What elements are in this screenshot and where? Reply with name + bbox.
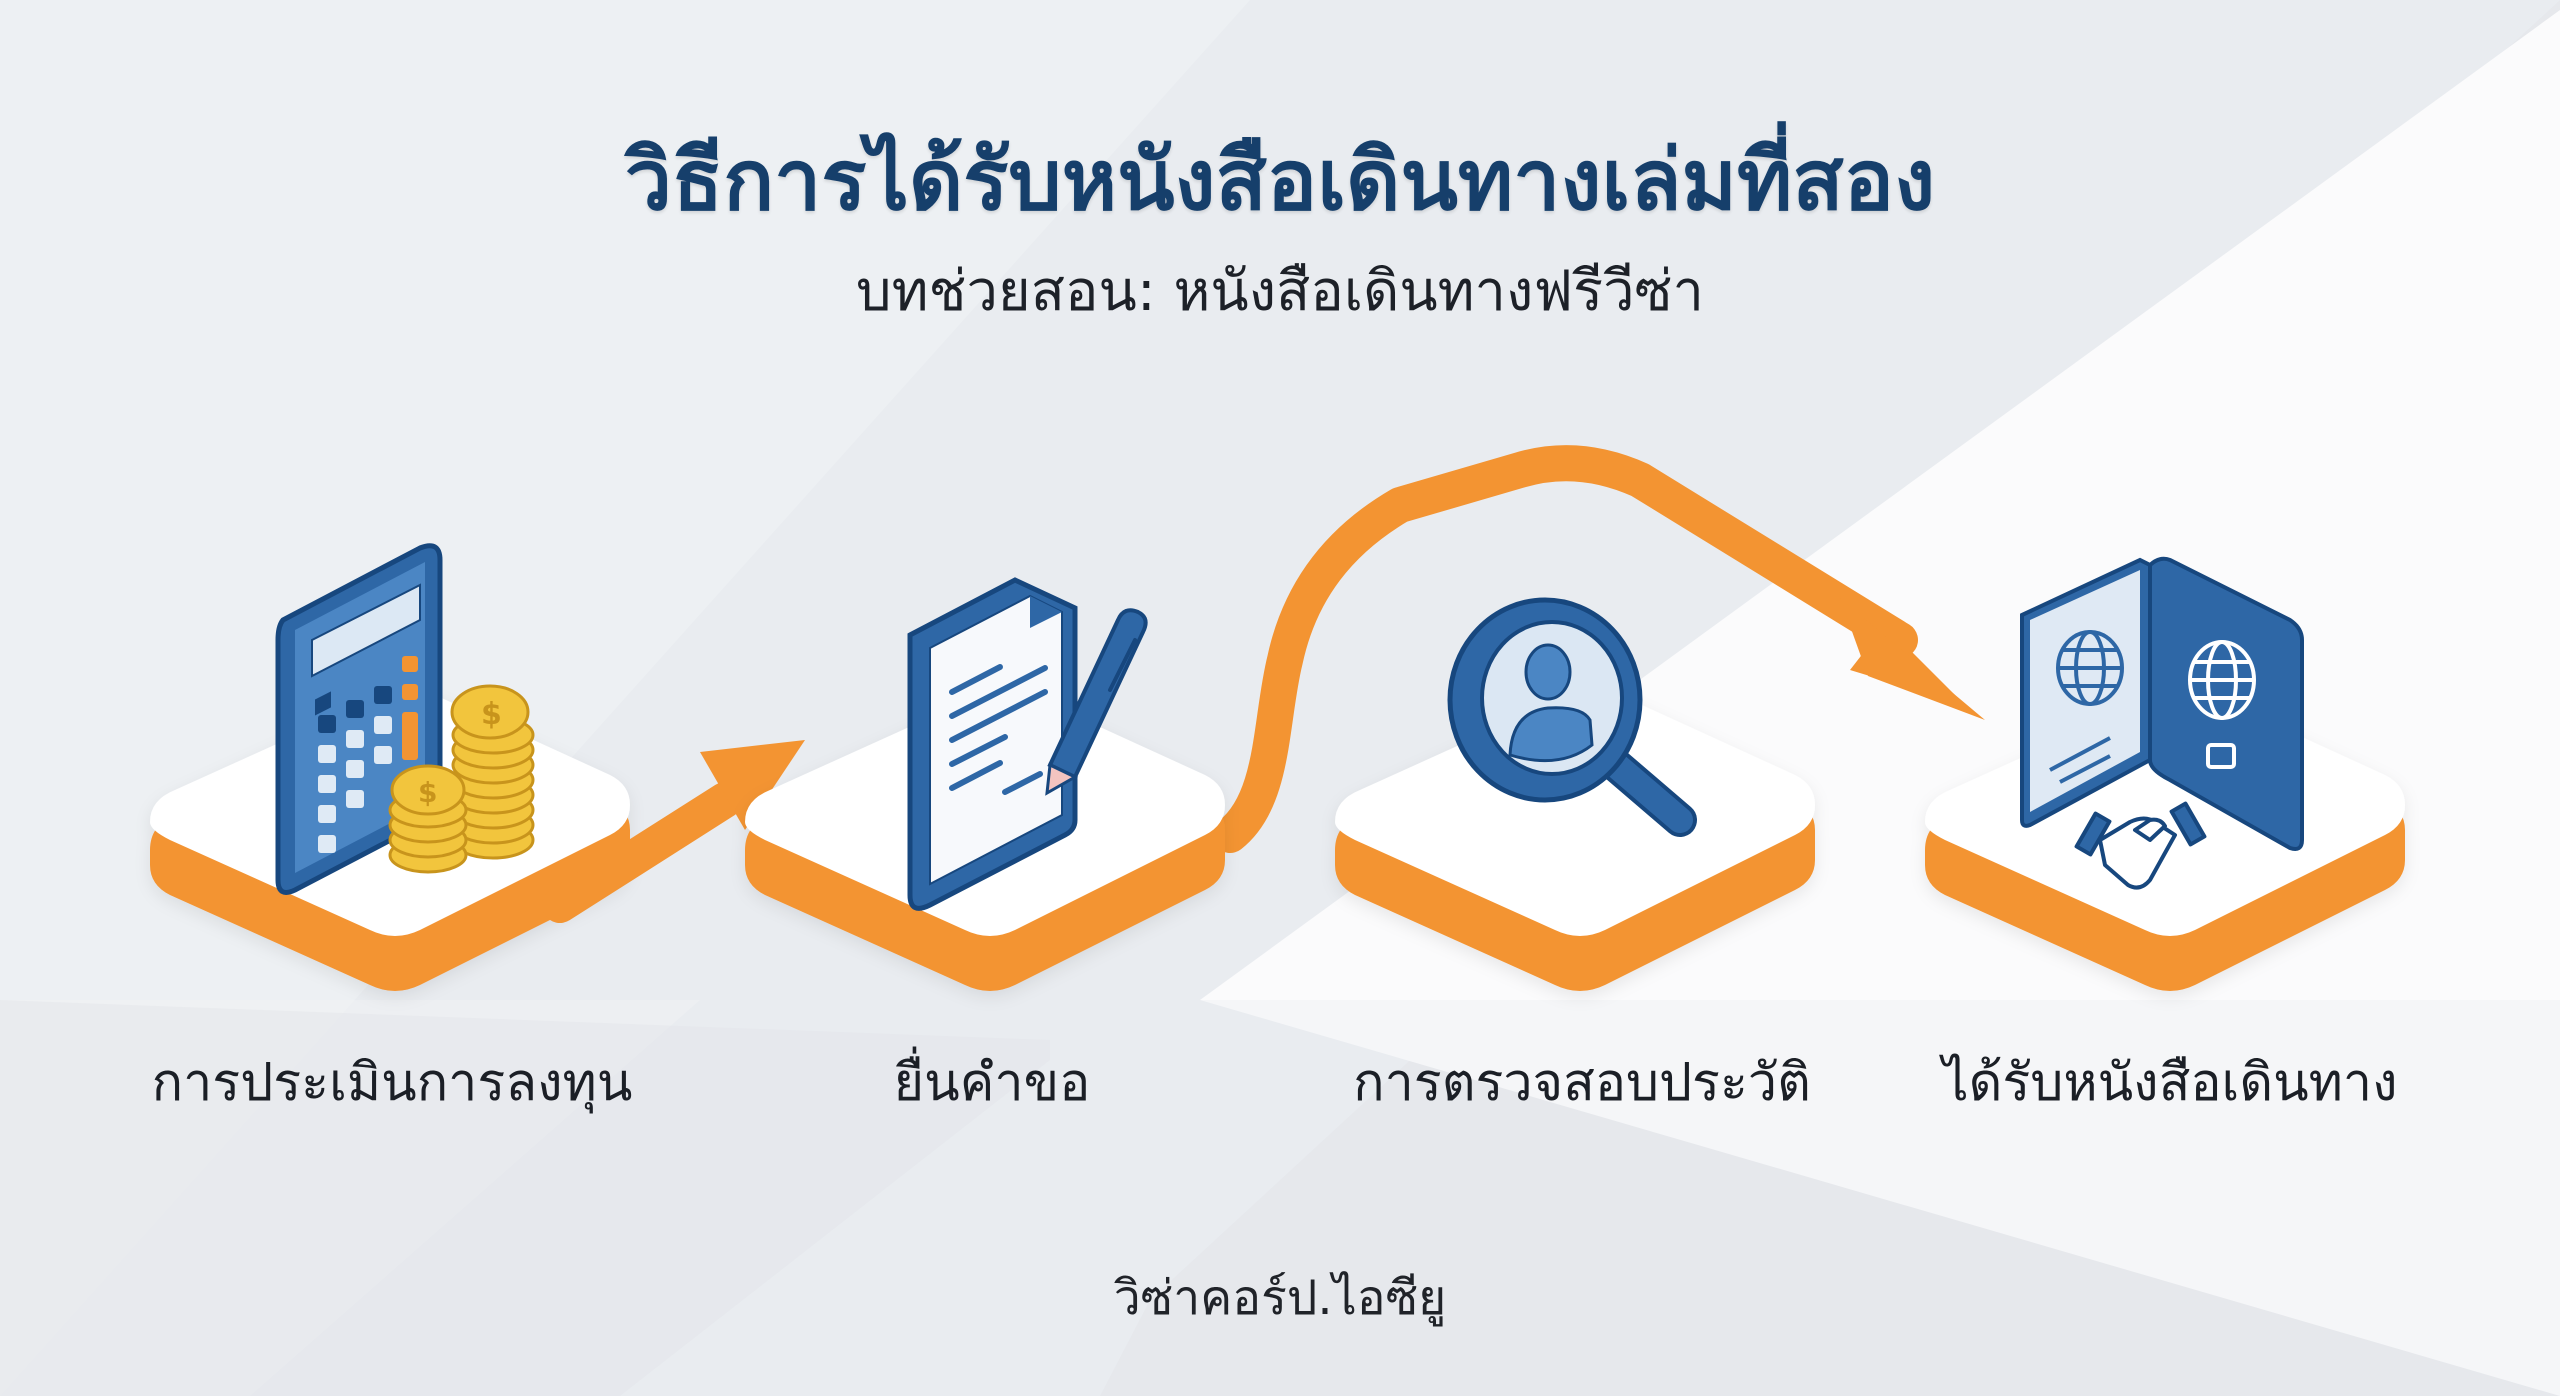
page-subtitle: บทช่วยสอน: หนังสือเดินทางฟรีวีซ่า (856, 259, 1704, 324)
calculator-coins-icon: $ $ (275, 543, 535, 895)
svg-text:$: $ (418, 776, 437, 809)
arrow-head-1 (700, 740, 805, 830)
footer-brand: วิซ่าคอร์ป.ไอซียู (1113, 1270, 1447, 1326)
step-label-investment-assessment: การประเมินการลงทุน (151, 1053, 633, 1113)
magnifier-person-icon (1447, 597, 1697, 837)
platform-step-3 (1335, 690, 1815, 991)
passport-handshake-icon (2020, 556, 2304, 890)
svg-text:$: $ (481, 697, 502, 732)
flow-path (1212, 445, 1918, 853)
page-title: วิธีการได้รับหนังสือเดินทางเล่มที่สอง (624, 131, 1936, 229)
step-label-receive-passport: ได้รับหนังสือเดินทาง (1942, 1053, 2398, 1113)
step-label-submit-application: ยื่นคำขอ (893, 1053, 1091, 1113)
step-label-background-check: การตรวจสอบประวัติ (1353, 1053, 1811, 1113)
document-pen-icon (907, 577, 1148, 911)
